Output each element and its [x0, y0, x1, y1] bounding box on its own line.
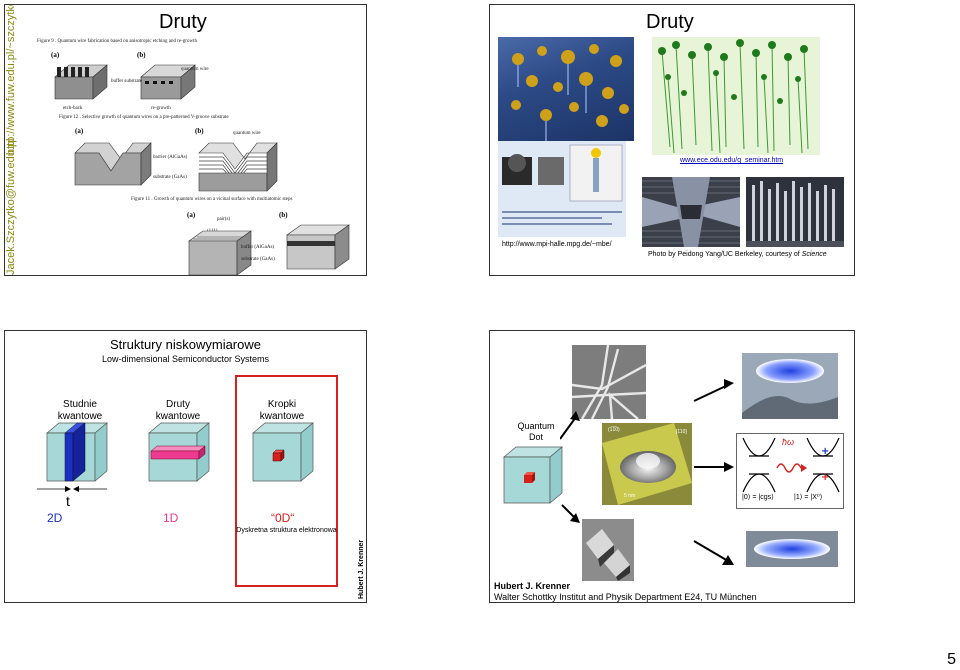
quantum-dot-line2: Dot: [528, 432, 543, 442]
dimension-1d: 1D: [163, 511, 179, 525]
quantum-wires-line2: kwantowe: [155, 411, 201, 422]
state-0-label: |0⟩ = |cgs⟩: [742, 494, 774, 501]
dimension-2d: 2D: [47, 511, 63, 525]
etch-label: etch-back: [63, 106, 83, 111]
dimension-0d: “0D“: [271, 511, 295, 525]
afm-scale: 5 nm: [624, 493, 636, 499]
author-institute: Walter Schottky Institut and Physik Depa…: [494, 592, 757, 602]
credit-journal: Science: [801, 251, 827, 258]
barrier-label: barrier (AlGaAs): [153, 155, 188, 160]
photon-energy-label: ħω: [782, 437, 795, 447]
quantum-dot-line1: Quantum: [517, 421, 555, 431]
buffer-label-2: buffer (AlGaAs): [241, 245, 275, 250]
page-number: 5: [947, 651, 956, 668]
thickness-arrows: [37, 486, 107, 492]
figure-12b-letter: (b): [195, 127, 204, 135]
quantum-dots-label: Kropki kwantowe: [247, 399, 317, 423]
side-email[interactable]: Jacek.Szczytko@fuw.edu.pl: [5, 138, 17, 275]
figure-11b-letter: (b): [279, 211, 288, 219]
afm-direction-right: [110]: [676, 429, 687, 435]
wavefunction-top-image: [742, 353, 838, 419]
discrete-structure-label: Dyskretna struktura elektronowa: [236, 527, 337, 534]
quantum-wires-line1: Druty: [166, 399, 190, 410]
quantum-wires-label: Druty kwantowe: [143, 399, 213, 423]
energy-level-diagram: + +: [736, 433, 844, 509]
substrate-label: substrate (GaAs): [153, 175, 187, 180]
vertical-author: Hubert J. Krenner: [358, 539, 365, 599]
slide-low-dimensional: Struktury niskowymiarowe Low-dimensional…: [4, 330, 367, 603]
slide-druty-images: Druty http://www.mp: [489, 4, 855, 276]
quantum-wire-label: quantum wire: [181, 67, 209, 72]
afm-quantum-dot-image: [602, 423, 692, 505]
slide-subtitle: Low-dimensional Semiconductor Systems: [101, 354, 270, 364]
nanowire-droplets-image: [498, 37, 634, 141]
figure-9b-letter: (b): [137, 51, 146, 59]
figure-11a-letter: (a): [187, 211, 196, 219]
slide-druty-fabrication: Jacek.Szczytko@fuw.edu.pl http://www.fuw…: [4, 4, 367, 276]
slide-quantum-dot-research: Quantum Dot (1̅1̅0) [110] 5 nm: [489, 330, 855, 603]
slide-title: Struktury niskowymiarowe: [110, 337, 261, 352]
state-1-label: |1⟩ = |X⁰⟩: [794, 494, 823, 501]
regrowth-label: re-growth: [151, 106, 171, 111]
mpi-halle-link[interactable]: http://www.mpi-halle.mpg.de/~mbe/: [502, 241, 612, 248]
photo-credit: Photo by Peidong Yang/UC Berkeley, court…: [648, 251, 827, 258]
side-web-link[interactable]: http://www.fuw.edu.pl/~szczytko: [5, 4, 17, 155]
buffer-substrate-label: buffer substrate: [111, 79, 143, 84]
figure-9a-grating: [54, 64, 108, 100]
quantum-wire-label-2: quantum wire: [233, 131, 261, 136]
hole-icon: +: [821, 472, 829, 483]
growth-mechanism-diagram: [498, 141, 626, 237]
afm-direction-left: (1̅1̅0): [608, 427, 620, 433]
figure-12a-vgroove: [74, 142, 152, 186]
quantum-dot-label: Quantum Dot: [508, 421, 564, 443]
sem-vertical-nanowires-image: [746, 177, 844, 247]
electron-plus-icon: +: [821, 446, 829, 457]
quantum-dot-cube: [252, 422, 314, 482]
quantum-dots-line2: kwantowe: [259, 411, 305, 422]
figure-12a-letter: (a): [75, 127, 84, 135]
slide-title: Druty: [646, 11, 694, 33]
quantum-wells-line2: kwantowe: [57, 411, 103, 422]
figure-11a-steps: [188, 230, 252, 275]
figure-12-caption: Figure 12 . Selective growth of quantum …: [59, 115, 229, 120]
sem-pyramids-image: [582, 519, 634, 581]
wavefunction-bottom-image: [746, 531, 838, 567]
green-nanowire-forest-image: [652, 37, 820, 155]
author-block: Hubert J. Krenner Walter Schottky Instit…: [494, 581, 757, 602]
sem-gates-image: [572, 345, 646, 419]
sem-cross-junction-image: [642, 177, 740, 247]
figure-11-caption: Figure 11 . Growth of quantum wires on a…: [131, 197, 293, 202]
quantum-wells-label: Studnie kwantowe: [45, 399, 115, 423]
figure-9-caption: Figure 9 . Quantum wire fabrication base…: [37, 39, 197, 44]
author-name: Hubert J. Krenner: [494, 581, 571, 591]
figure-9a-letter: (a): [51, 51, 60, 59]
ece-odu-link[interactable]: www.ece.odu.edu/q_seminar.htm: [680, 157, 784, 164]
quantum-dot-cube: [503, 446, 563, 504]
connection-arrows: [560, 379, 734, 565]
credit-text: Photo by Peidong Yang/UC Berkeley, court…: [648, 251, 802, 258]
figure-9b-regrowth: [140, 64, 196, 100]
quantum-wells-line1: Studnie: [63, 399, 97, 410]
quantum-wire-cube: [148, 422, 210, 482]
side-contact: Jacek.Szczytko@fuw.edu.pl http://www.fuw…: [5, 4, 25, 275]
substrate-label-2: substrate (GaAs): [241, 257, 275, 262]
figure-12b-layers: [198, 142, 278, 192]
pairs-label: pair(s): [217, 217, 231, 222]
quantum-dots-line1: Kropki: [267, 399, 297, 410]
thickness-label: t: [66, 493, 70, 509]
quantum-well-cube: [46, 422, 108, 482]
quantum-dot-highlight-frame: [235, 375, 338, 587]
slide-title: Druty: [159, 11, 207, 33]
figure-11b-wires: [286, 224, 350, 270]
